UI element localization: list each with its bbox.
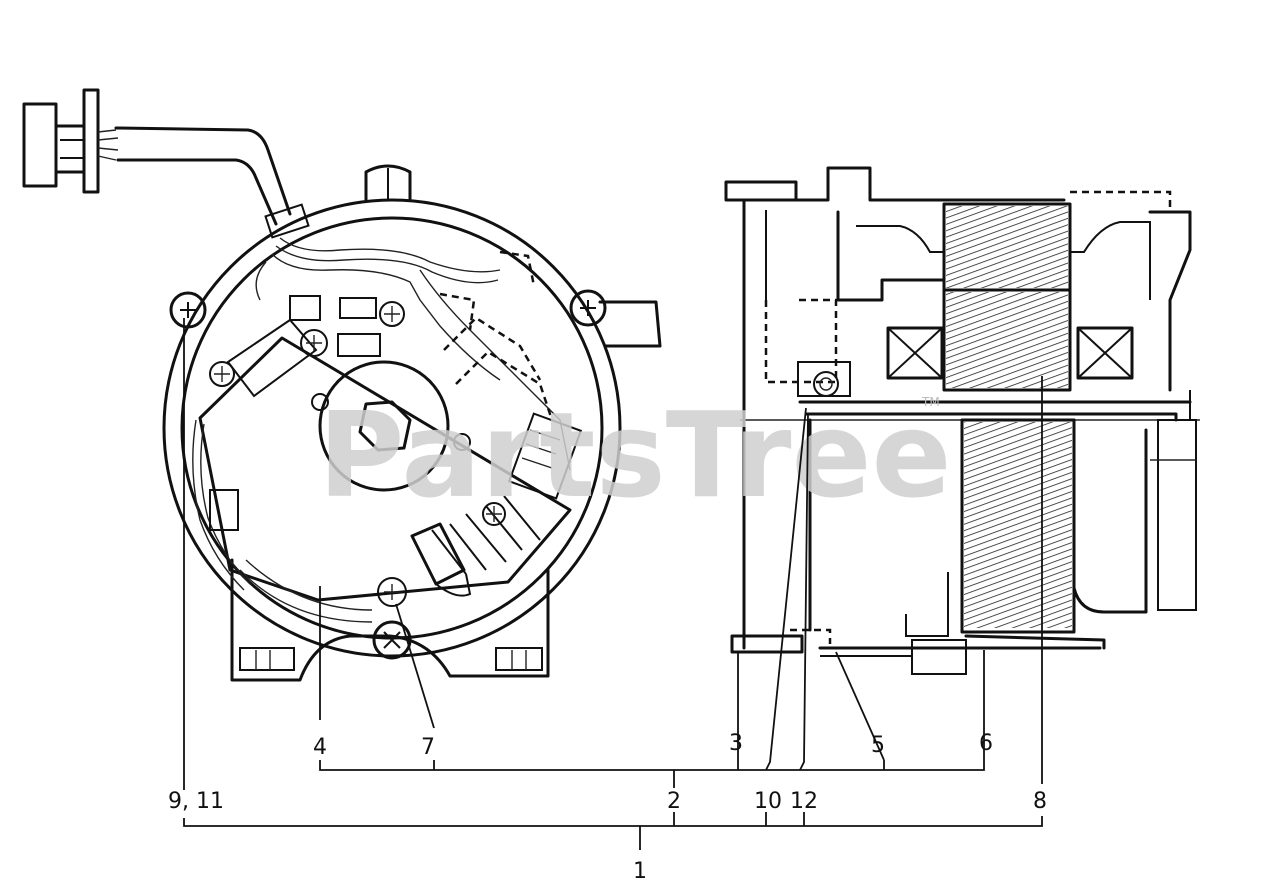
mounting-screw-icon — [169, 291, 207, 329]
callout-4: 4 — [313, 735, 327, 760]
callout-2: 2 — [667, 789, 681, 814]
callout-1: 1 — [633, 859, 647, 884]
callout-10: 10 — [754, 789, 782, 814]
callout-leader-lines — [183, 318, 1043, 850]
watermark-text: PartsTree — [318, 386, 952, 524]
stator-winding-icon — [1076, 326, 1134, 380]
callout-9-11: 9, 11 — [168, 789, 224, 814]
regulator-screw-icon — [379, 301, 405, 327]
mounting-screw-icon — [569, 289, 607, 327]
alternator-side-section — [724, 166, 1200, 675]
heat-sink-fins — [431, 495, 541, 575]
callout-5: 5 — [871, 733, 885, 758]
stator-winding-icon — [886, 326, 944, 380]
callout-3: 3 — [729, 731, 743, 756]
mounting-screw-icon — [372, 620, 412, 660]
callout-8: 8 — [1033, 789, 1047, 814]
regulator-screw-icon — [482, 502, 506, 526]
callout-12: 12 — [790, 789, 818, 814]
callout-7: 7 — [421, 735, 435, 760]
callout-6: 6 — [979, 731, 993, 756]
wire-harness-connector — [22, 88, 310, 239]
regulator-screw-icon — [209, 361, 235, 387]
alternator-front-view — [162, 164, 662, 682]
regulator-screw-icon — [377, 577, 407, 607]
watermark-trademark: TM — [921, 395, 940, 409]
regulator-screw-icon — [300, 329, 328, 357]
